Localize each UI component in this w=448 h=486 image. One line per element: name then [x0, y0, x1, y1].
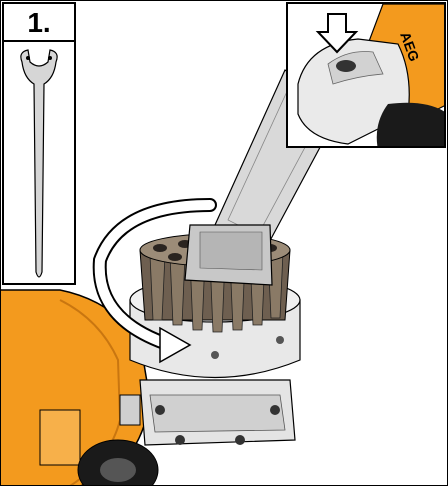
wrench-icon: [20, 49, 58, 278]
spindle-lock-detail: AEG: [297, 4, 444, 146]
rotation-arrow-icon: [92, 198, 217, 364]
tool-inset: 1.: [2, 2, 76, 285]
side-handle: [77, 439, 159, 486]
spindle-housing: [119, 379, 296, 446]
step-number: 1.: [4, 4, 74, 42]
press-arrow-icon: [315, 13, 359, 54]
spindle-lock-inset: AEG: [286, 2, 446, 148]
